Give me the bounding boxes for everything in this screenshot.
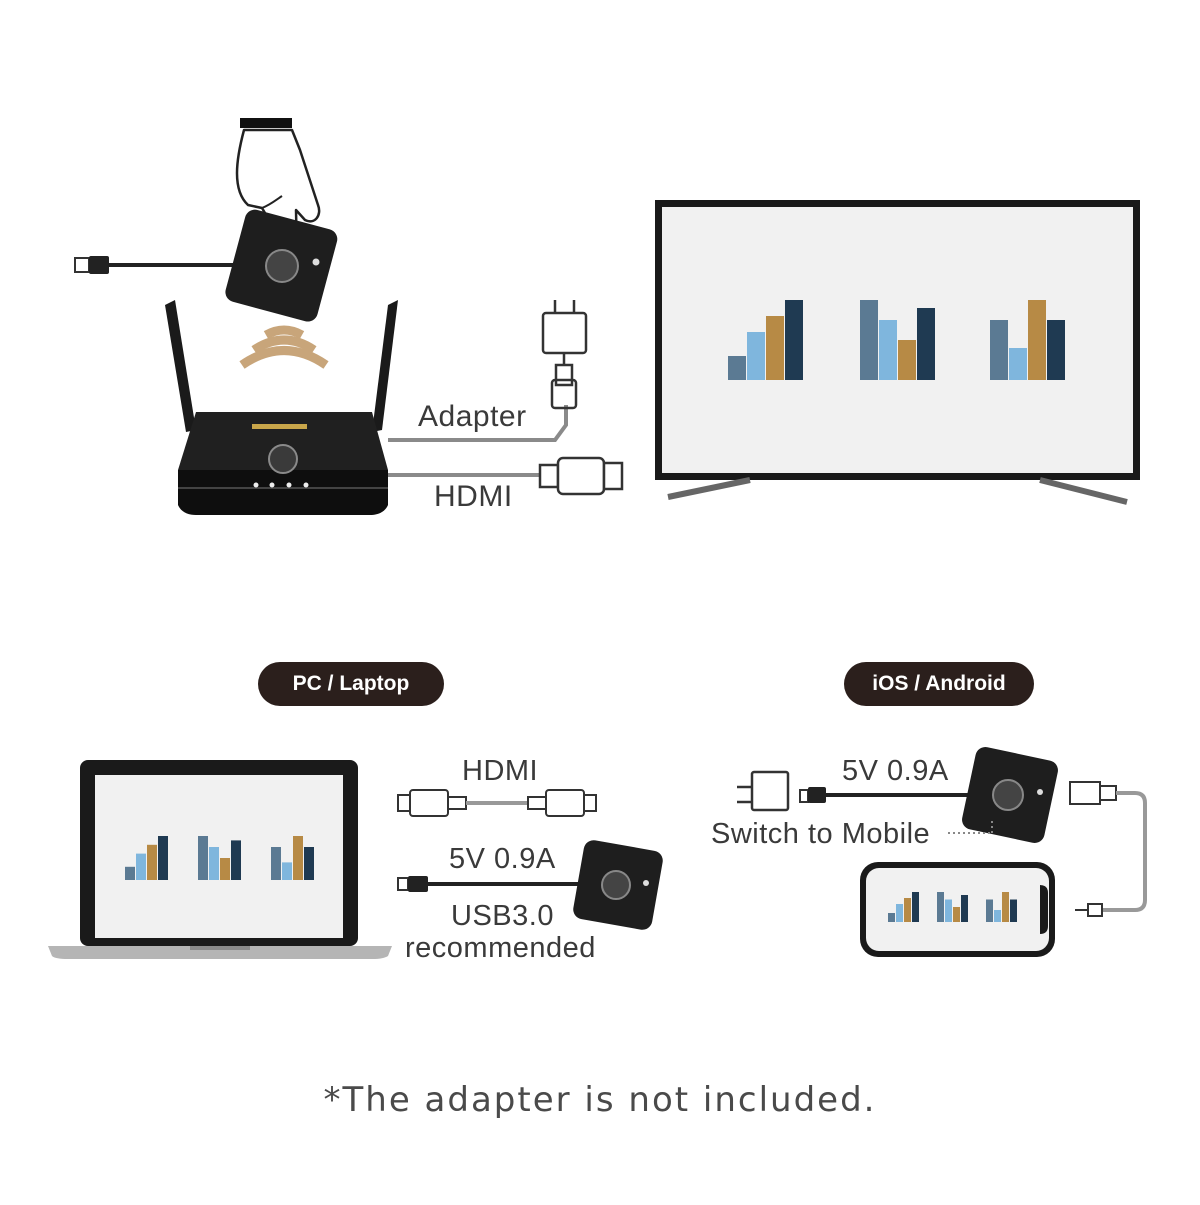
screen-bar	[147, 844, 157, 880]
usb-cable-icon	[1069, 781, 1147, 917]
screen-bar	[1009, 348, 1027, 380]
screen-bar	[879, 320, 897, 380]
screen-bar	[888, 913, 895, 922]
wifi-signal-icon	[239, 325, 329, 369]
wireless-receiver-icon	[165, 300, 398, 515]
tv-screen-charts	[728, 300, 1065, 380]
hdmi-plug-icon	[538, 456, 624, 496]
hdmi-cable-icon	[397, 789, 597, 817]
screen-bar	[220, 858, 230, 880]
screen-bar	[304, 847, 314, 880]
adapter-footnote: *The adapter is not included.	[323, 1080, 877, 1120]
adapter-label: Adapter	[418, 400, 527, 433]
screen-bar	[994, 910, 1001, 922]
screen-bar	[937, 892, 944, 922]
screen-bar	[747, 332, 765, 380]
usb-note-line2: recommended	[405, 932, 596, 964]
screen-bar	[728, 356, 746, 380]
screen-bar	[1010, 899, 1017, 922]
screen-bar	[271, 847, 281, 880]
screen-bar	[945, 899, 952, 922]
screen-bar	[293, 836, 303, 880]
screen-bar	[766, 316, 784, 380]
switch-mobile-label: Switch to Mobile	[711, 818, 931, 850]
hdmi-top-label: HDMI	[434, 480, 513, 513]
power-mobile-label: 5V 0.9A	[842, 755, 949, 787]
power-pc-label: 5V 0.9A	[449, 843, 556, 875]
screen-bar	[282, 862, 292, 880]
screen-bar	[904, 898, 911, 922]
screen-bar	[1028, 300, 1046, 380]
screen-bar	[136, 853, 146, 880]
screen-bar	[917, 308, 935, 380]
screen-bar	[953, 907, 960, 922]
screen-bar	[961, 895, 968, 922]
screen-bar	[125, 866, 135, 880]
screen-bar	[898, 340, 916, 380]
hdmi-pc-label: HDMI	[462, 755, 539, 787]
laptop-screen-charts	[125, 836, 314, 880]
ios-android-badge: iOS / Android	[844, 662, 1034, 706]
mobile-dongle-icon	[799, 747, 1058, 843]
screen-bar	[986, 899, 993, 922]
screen-bar	[912, 892, 919, 922]
usb-note-line1: USB3.0	[451, 900, 554, 932]
mobile-adapter-icon	[737, 770, 790, 812]
screen-bar	[860, 300, 878, 380]
screen-bar	[896, 904, 903, 922]
pc-dongle-icon	[397, 840, 663, 930]
screen-bar	[198, 836, 208, 880]
screen-bar	[1002, 892, 1009, 922]
screen-bar	[785, 300, 803, 380]
screen-bar	[231, 840, 241, 880]
screen-bar	[158, 836, 168, 880]
wireless-dongle-icon	[74, 209, 338, 322]
power-adapter-icon	[541, 300, 588, 410]
pc-laptop-badge: PC / Laptop	[258, 662, 444, 706]
phone-screen-charts	[888, 892, 1017, 922]
screen-bar	[1047, 320, 1065, 380]
screen-bar	[209, 847, 219, 880]
tv-display-icon	[655, 200, 1140, 505]
screen-bar	[990, 320, 1008, 380]
